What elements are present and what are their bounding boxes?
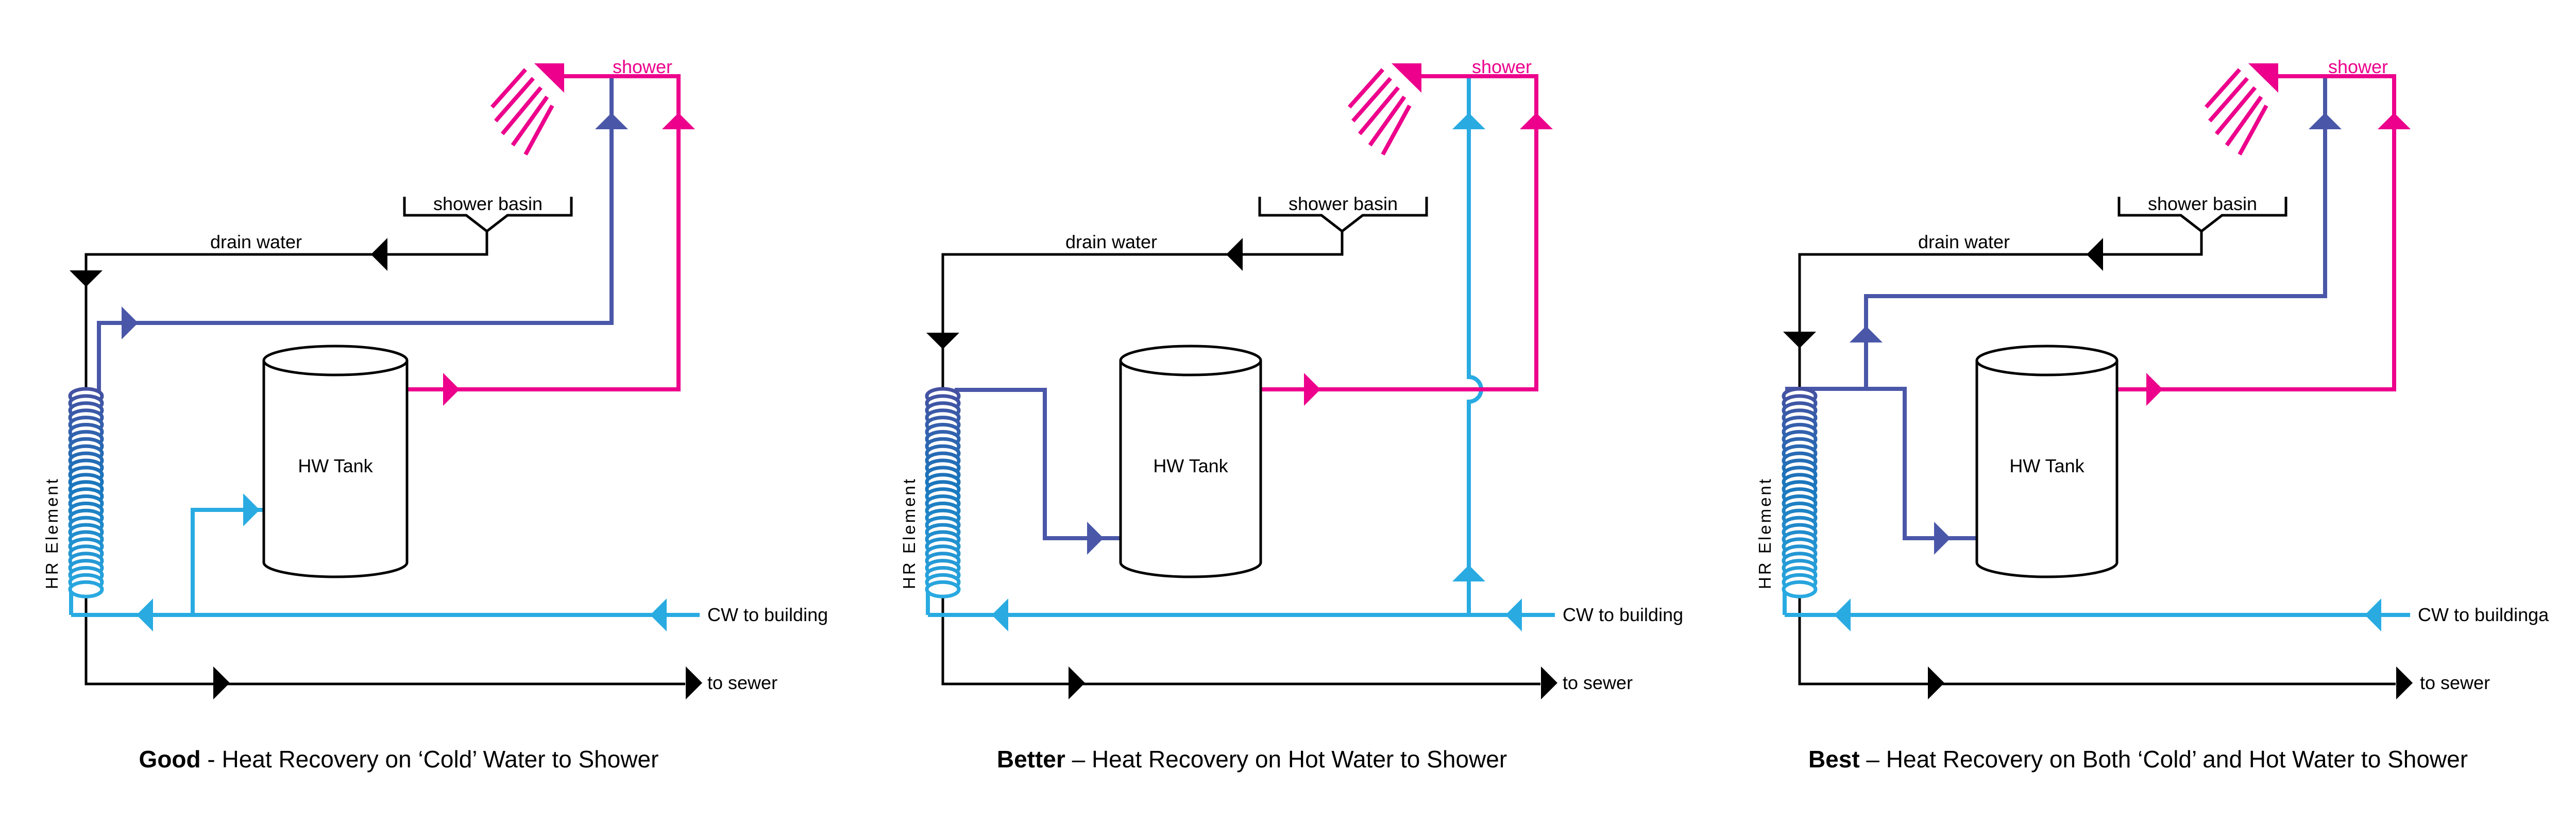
hr-element-label: HR Element [900, 477, 919, 589]
preheated-water-pipes [97, 76, 628, 395]
hot-water-pipe [2117, 74, 2396, 391]
drain-left-arrow-icon [2087, 238, 2103, 271]
drain-water-label: drain water [1065, 231, 1157, 252]
shower-basin-bracket [403, 197, 573, 233]
hot-water-pipes [2117, 74, 2411, 406]
shower-basin-bracket [1258, 197, 1428, 233]
hot-arrow-icon [443, 373, 460, 406]
cw-arrow-icon [137, 598, 153, 631]
preheat-shower-pipe [1864, 76, 2327, 389]
shower-basin-bracket [2117, 197, 2287, 233]
cw-to-building-label: CW to buildinga [2418, 604, 2549, 625]
to-sewer-label: to sewer [2420, 672, 2490, 693]
to-sewer-label: to sewer [1563, 672, 1633, 693]
coil-ring [1782, 580, 1818, 598]
cw-arrow-icon [992, 598, 1008, 631]
panel-caption: Good - Heat Recovery on ‘Cold’ Water to … [139, 746, 659, 773]
sewer-end-arrow-icon [686, 666, 702, 699]
panel-best: shower shower basin drain water HW Tank … [1755, 56, 2549, 773]
preheated-water-pipes [955, 388, 1120, 555]
coil-ring [68, 580, 104, 598]
sewer-arrow-icon [213, 666, 230, 699]
cw-arrow-icon [2365, 598, 2381, 631]
shower-head-icon [1348, 63, 1421, 156]
hot-water-pipe [407, 74, 681, 391]
cw-tank-feed-pipe [191, 508, 263, 615]
hw-tank-label: HW Tank [1153, 455, 1228, 476]
panel-good: shower shower basin drain water HW Tank … [42, 56, 828, 773]
cw-main-pipe [69, 587, 700, 617]
cw-tank-arrow-icon [243, 493, 260, 526]
preheat-arrow-icon [1934, 522, 1951, 555]
sewer-arrow-icon [1928, 666, 1944, 699]
drain-pipe [941, 231, 1540, 685]
cw-to-building-label: CW to building [1563, 604, 1683, 625]
cw-arrow-icon [1834, 598, 1851, 631]
preheat-pipe [955, 388, 1120, 540]
hot-up-arrow-icon [2378, 113, 2411, 129]
drain-down-arrow-icon [70, 270, 103, 287]
hot-up-arrow-icon [1520, 113, 1553, 129]
shower-basin-label: shower basin [433, 193, 543, 214]
hot-water-pipes [1261, 74, 1553, 406]
hot-arrow-icon [1304, 373, 1320, 406]
panel-better: shower shower basin drain water HW Tank … [900, 56, 1683, 773]
drain-left-arrow-icon [1226, 238, 1243, 271]
drain-pipe [84, 231, 685, 685]
preheat-up-arrow-icon [2309, 113, 2342, 129]
hot-water-pipe [1261, 74, 1538, 391]
preheat-up-arrow-icon [595, 113, 628, 129]
cw-up-arrow-icon [1452, 113, 1485, 129]
shower-label: shower [2328, 56, 2388, 77]
hr-coil-icon [925, 387, 961, 598]
sewer-end-arrow-icon [1541, 666, 1557, 699]
hot-water-pipes [407, 74, 695, 406]
panel-caption: Best – Heat Recovery on Both ‘Cold’ and … [1808, 746, 2468, 773]
hr-coil-icon [1782, 387, 1818, 598]
drain-water-label: drain water [210, 231, 302, 252]
sewer-end-arrow-icon [2396, 666, 2413, 699]
hot-arrow-icon [2146, 373, 2163, 406]
coil-ring [925, 580, 961, 598]
hr-element-label: HR Element [42, 477, 61, 589]
shower-basin-label: shower basin [2148, 193, 2257, 214]
cw-shower-pipe-with-hop [1467, 76, 1483, 615]
cw-up-arrow-icon [1452, 565, 1485, 581]
preheat-arrow-icon [122, 306, 138, 339]
hw-tank [1119, 345, 1262, 578]
hw-tank-label: HW Tank [2009, 455, 2084, 476]
drain-water-label: drain water [1918, 231, 2010, 252]
hr-coil-icon [68, 387, 104, 598]
hw-tank-label: HW Tank [298, 455, 373, 476]
drain-left-arrow-icon [371, 238, 387, 271]
shower-head-icon [490, 63, 564, 156]
drain-pipe [1798, 231, 2396, 685]
preheated-water-pipes [1785, 76, 2342, 555]
preheat-up-arrow-icon [1850, 326, 1883, 342]
cw-arrow-icon [1505, 598, 1522, 631]
hw-tank [1975, 345, 2119, 578]
drain-down-arrow-icon [926, 333, 959, 349]
hot-up-arrow-icon [662, 113, 695, 129]
hr-element-label: HR Element [1755, 477, 1774, 589]
panel-caption: Better – Heat Recovery on Hot Water to S… [997, 746, 1507, 773]
hw-tank [262, 345, 409, 578]
cold-water-pipes [1783, 587, 2410, 631]
cw-arrow-icon [650, 598, 667, 631]
preheat-arrow-icon [1087, 522, 1104, 555]
shower-label: shower [613, 56, 672, 77]
drain-down-arrow-icon [1783, 332, 1816, 348]
cw-main-pipe [926, 587, 1555, 617]
sewer-arrow-icon [1069, 666, 1085, 699]
to-sewer-label: to sewer [707, 672, 777, 693]
cw-main-pipe [1783, 587, 2410, 617]
shower-basin-label: shower basin [1289, 193, 1398, 214]
cw-to-building-label: CW to building [707, 604, 828, 625]
shower-head-icon [2205, 63, 2278, 156]
preheat-pipe [97, 76, 614, 395]
shower-label: shower [1472, 56, 1532, 77]
